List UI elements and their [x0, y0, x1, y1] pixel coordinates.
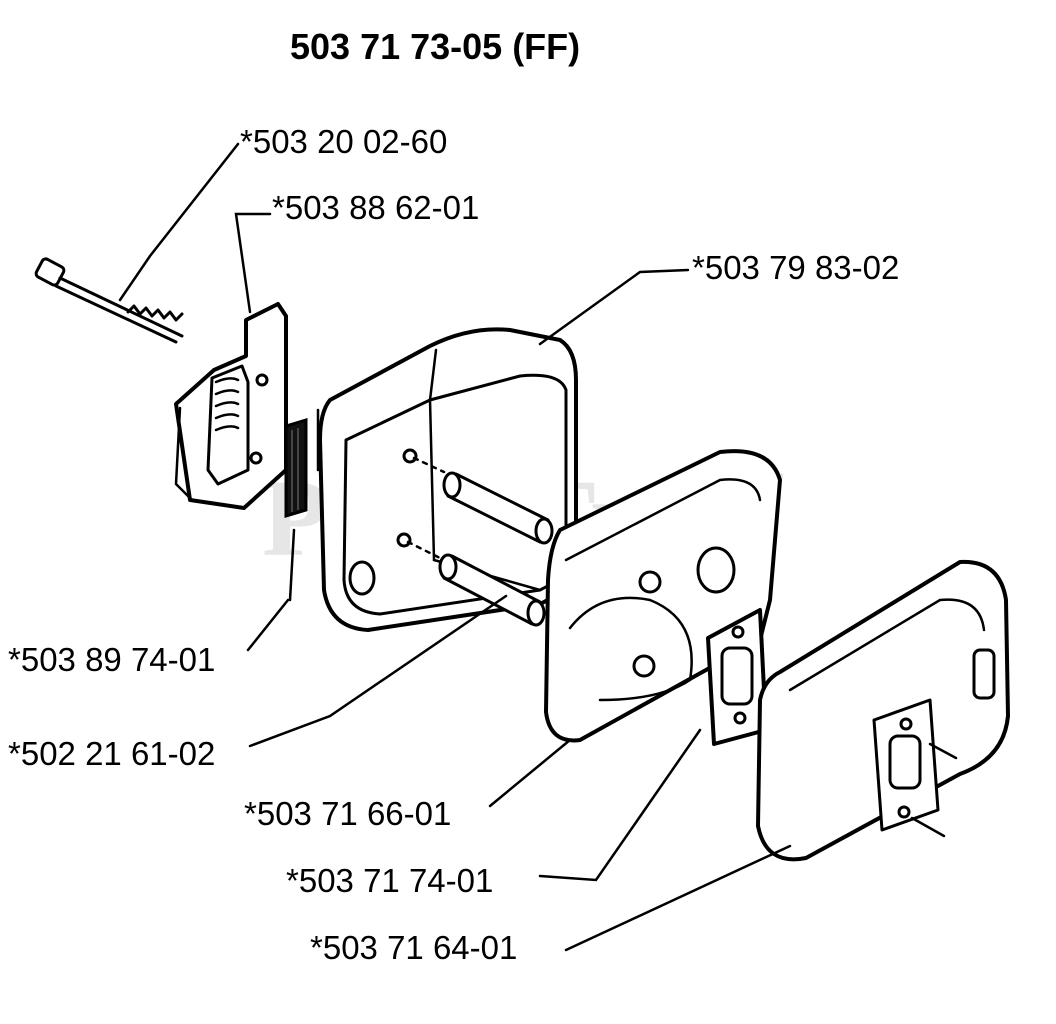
leader-line-muffler-body	[564, 844, 792, 952]
part-label-heat-shield-plate: *503 71 66-01	[244, 795, 452, 832]
leader-line-spacer-tubes	[248, 594, 508, 748]
part-label-gasket: *503 71 74-01	[286, 862, 494, 899]
leader-line-screw	[118, 142, 240, 302]
bracket-part	[174, 302, 288, 510]
assembly-part-number: 503 71 73-05 (FF)	[290, 26, 581, 67]
part-label-spacer-tubes: *502 21 61-02	[8, 735, 216, 772]
part-label-bracket: *503 88 62-01	[272, 189, 480, 226]
screw-part	[34, 257, 184, 344]
part-label-muffler-shell: *503 79 83-02	[692, 249, 900, 286]
leader-line-bracket	[234, 212, 272, 314]
leader-line-gasket	[538, 728, 702, 882]
spark-screen-part	[284, 408, 320, 602]
part-label-spark-screen: *503 89 74-01	[8, 641, 216, 678]
part-label-muffler-body: *503 71 64-01	[310, 929, 518, 966]
part-label-screw: *503 20 02-60	[240, 123, 448, 160]
leader-line-spark-screen	[246, 598, 290, 652]
leader-line-heat-shield-plate	[488, 738, 572, 808]
leader-lines	[118, 142, 792, 952]
muffler-body-part	[756, 559, 1010, 862]
leader-line-muffler-shell	[538, 268, 690, 346]
spacer-tubes-part	[406, 456, 554, 627]
heat-shield-plate-part	[544, 449, 782, 743]
